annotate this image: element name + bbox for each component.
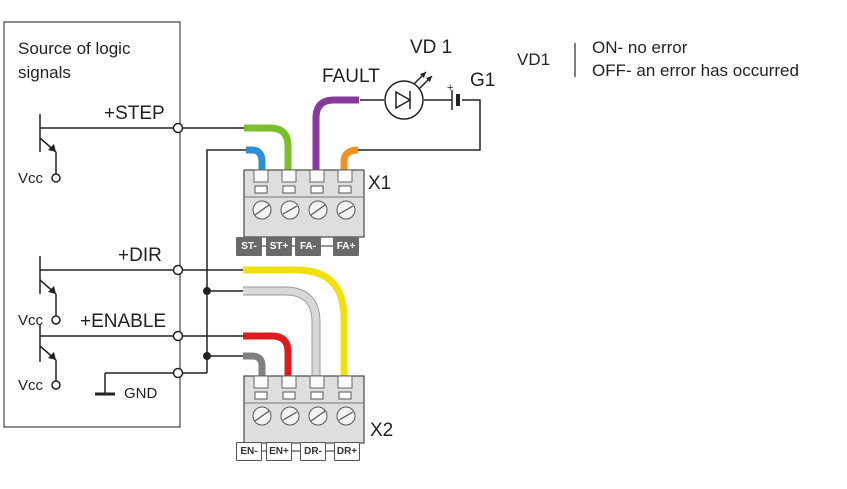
connector-x1 xyxy=(243,169,365,238)
wire-dr-plus xyxy=(243,266,348,378)
pin-tag-fa-plus: FA+ xyxy=(333,237,359,256)
gnd-symbol xyxy=(95,372,178,396)
dir-label: +DIR xyxy=(118,245,162,266)
vcc-label-dir: Vcc xyxy=(18,312,44,329)
legend-key: VD1 xyxy=(517,50,551,69)
wire-fa-plus xyxy=(340,146,359,172)
legend-on-text: ON- no error xyxy=(592,38,688,57)
wire-st-plus xyxy=(244,124,292,172)
source-title-line1: Source of logic xyxy=(18,39,131,58)
pin-tag-en-plus: EN+ xyxy=(266,442,292,461)
wire-dr-minus xyxy=(243,287,320,378)
enable-label: +ENABLE xyxy=(80,311,167,332)
battery-name-label: G1 xyxy=(470,70,496,91)
fault-label: FAULT xyxy=(322,66,380,87)
x2-wires xyxy=(243,266,348,378)
battery-plus-label: + xyxy=(447,82,454,94)
black-wires xyxy=(178,99,481,374)
connector-x2-label: X2 xyxy=(370,420,394,441)
connector-x1-label: X1 xyxy=(368,173,392,194)
led-vd1 xyxy=(384,71,433,120)
pin-tag-en-minus: EN- xyxy=(236,442,262,461)
pin-tag-st-plus: ST+ xyxy=(266,237,292,256)
battery-g1 xyxy=(451,90,460,110)
junction-dots xyxy=(203,287,211,360)
pin-tag-fa-minus: FA- xyxy=(295,237,321,256)
wire-fa-minus xyxy=(312,96,359,172)
connector-x2 xyxy=(243,375,365,444)
legend-off-text: OFF- an error has occurred xyxy=(592,61,799,80)
source-frame xyxy=(3,21,181,428)
wire-en-minus xyxy=(243,352,266,378)
gnd-label: GND xyxy=(124,385,158,402)
transistor-step xyxy=(39,114,178,183)
vcc-label-step: Vcc xyxy=(18,170,44,187)
vcc-label-enable: Vcc xyxy=(18,377,44,394)
step-label: +STEP xyxy=(104,103,165,124)
transistor-dir xyxy=(39,256,178,325)
pin-tag-dr-minus: DR- xyxy=(300,442,326,461)
x1-wires xyxy=(244,96,359,172)
terminal-nodes xyxy=(172,122,184,379)
pin-tag-st-minus: ST- xyxy=(236,237,262,256)
led-name-label: VD 1 xyxy=(410,37,453,58)
source-title-line2: signals xyxy=(18,63,71,82)
pin-tag-dr-plus: DR+ xyxy=(334,442,360,461)
wire-en-plus xyxy=(243,332,292,378)
wire-st-minus xyxy=(246,146,266,172)
transistor-enable xyxy=(39,324,178,390)
